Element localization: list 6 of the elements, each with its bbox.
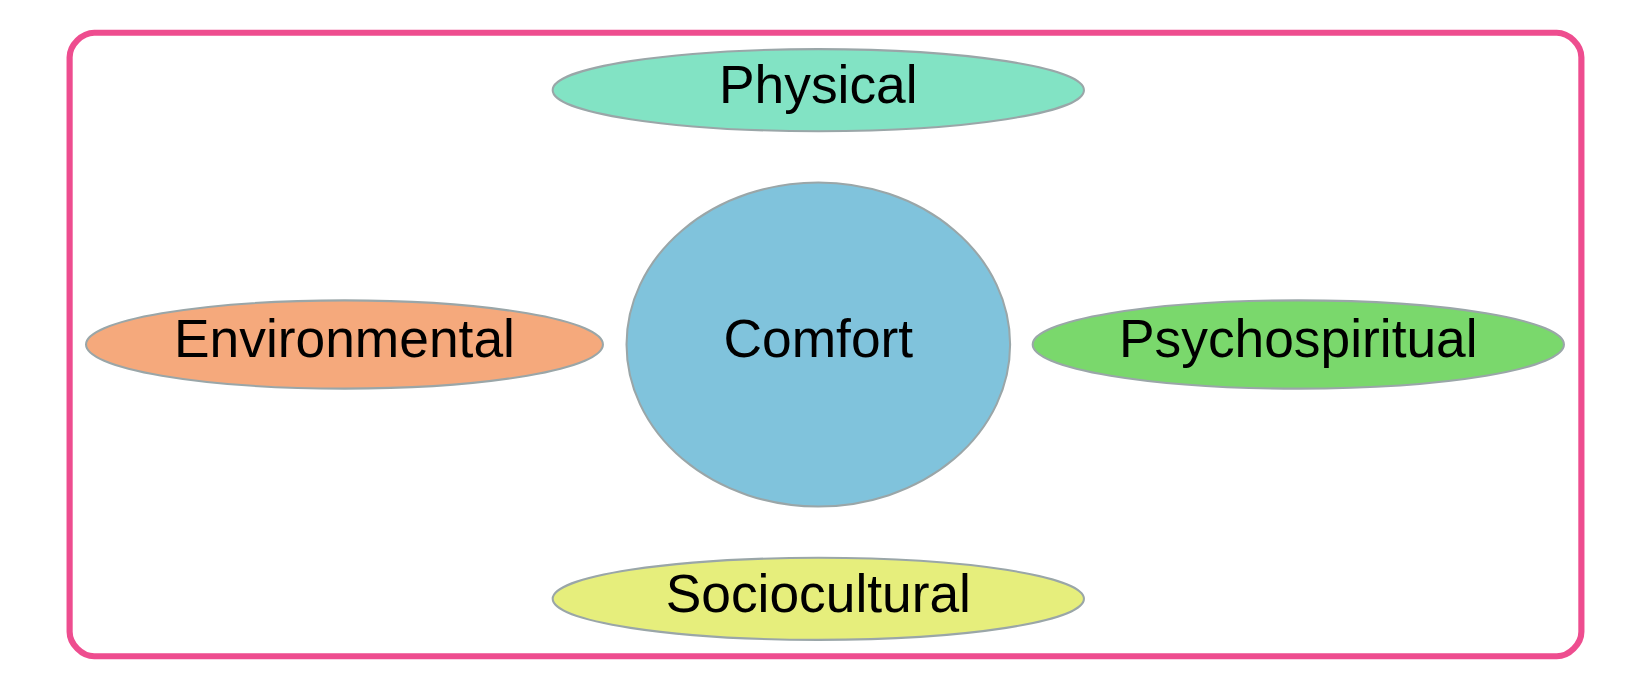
node-ellipse: Sociocultural	[551, 556, 1085, 641]
node-ellipse: Physical	[551, 48, 1085, 133]
node-ellipse: Environmental	[85, 299, 604, 390]
cluster	[66, 29, 1585, 660]
node-ellipse: Psychospiritual	[1031, 299, 1565, 390]
node-ellipse: Comfort	[625, 181, 1012, 508]
